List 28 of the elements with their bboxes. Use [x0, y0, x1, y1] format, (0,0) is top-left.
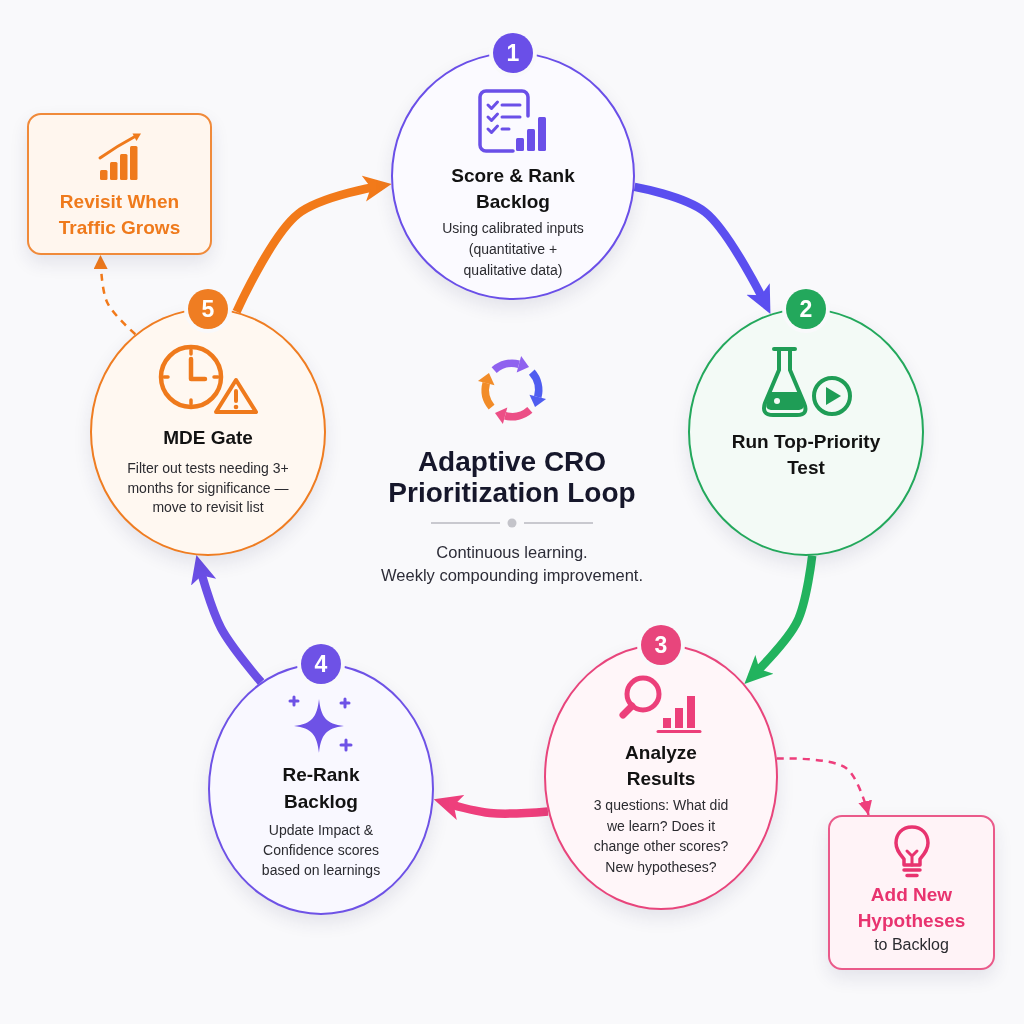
- arrow: [191, 555, 265, 685]
- step-number-badge: 4: [301, 644, 341, 684]
- note-title: Revisit When Traffic Grows: [57, 190, 182, 240]
- arrow: [633, 182, 771, 314]
- step-number-badge: 2: [786, 289, 826, 329]
- step-title: MDE Gate: [162, 426, 254, 450]
- note-card: [27, 113, 212, 255]
- dashed-arrow: [93, 254, 137, 336]
- step-title: Re-Rank Backlog: [281, 763, 361, 814]
- step-number-badge: 3: [641, 625, 681, 665]
- step-description: 3 questions: What did we learn? Does it change other scores? New hypotheses?: [592, 796, 730, 877]
- subtitle: Weekly compounding improvement.: [380, 565, 644, 586]
- arrow: [433, 794, 549, 820]
- note-text: to Backlog: [873, 935, 950, 955]
- step-title: Run Top-Priority Test: [730, 430, 882, 480]
- arrow: [744, 555, 817, 684]
- step-description: Using calibrated inputs (quantitative + qualitative data): [441, 219, 585, 280]
- note-title: Add New Hypotheses: [856, 883, 967, 933]
- step-number-badge: 5: [188, 289, 228, 329]
- step-title: Score & Rank Backlog: [450, 164, 576, 214]
- step-title: Analyze Results: [624, 741, 698, 791]
- note-card: [828, 815, 995, 970]
- arrow: [232, 175, 392, 314]
- subtitle: Continuous learning.: [435, 542, 589, 563]
- dashed-arrow: [776, 757, 872, 816]
- diagram-title: Adaptive CRO Prioritization Loop: [387, 446, 637, 508]
- step-description: Update Impact & Confidence scores based on learnings: [260, 821, 382, 880]
- step-description: Filter out tests needing 3+ months for significance — move to revisit list: [126, 459, 290, 517]
